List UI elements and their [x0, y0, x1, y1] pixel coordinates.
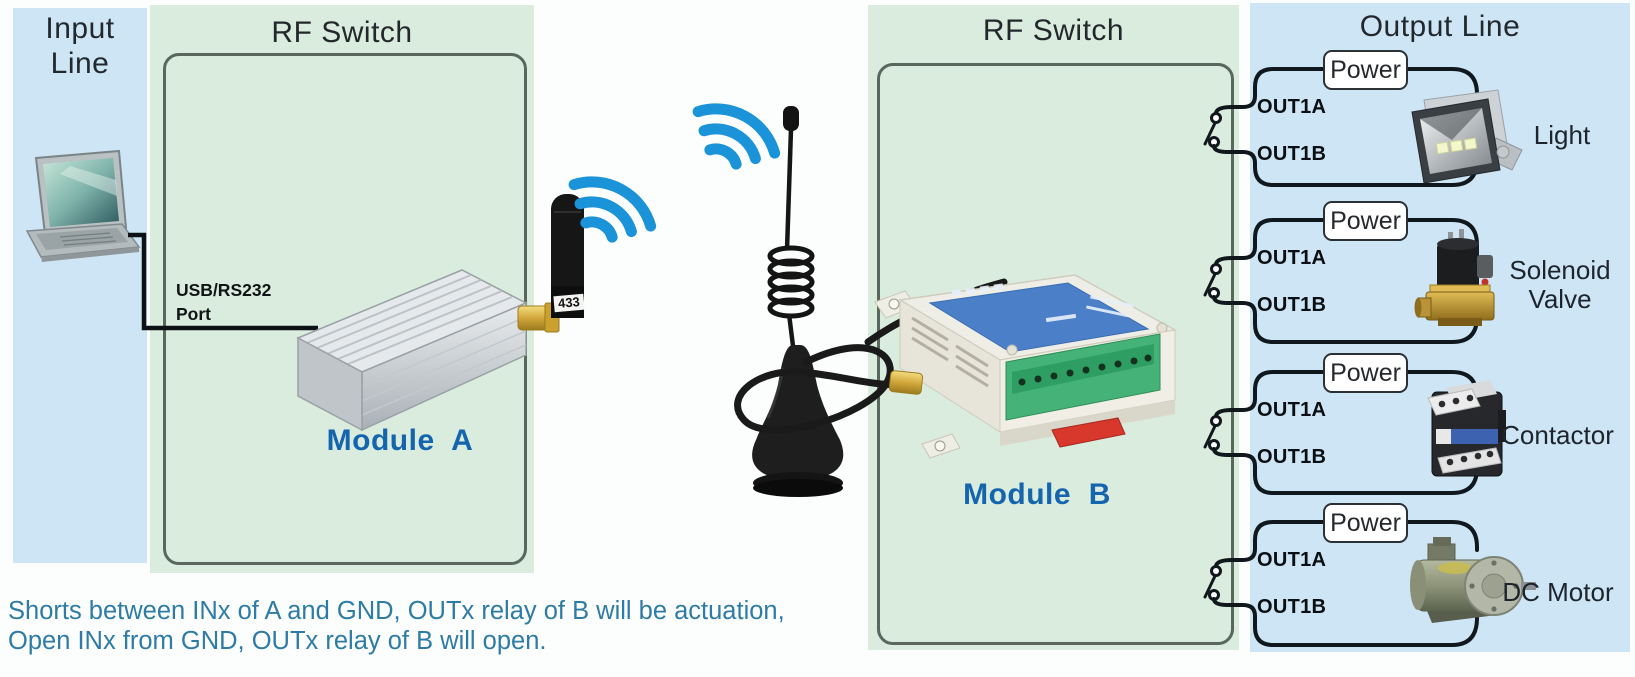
usb-rs232-port-label: USB/RS232 Port: [176, 280, 272, 324]
power-box-2: Power: [1323, 201, 1408, 241]
wifi-signal-icon-a: [574, 169, 651, 243]
laptop-icon: [25, 149, 141, 262]
out1a-label-2: OUT1A: [1257, 247, 1327, 269]
flood-light-icon: [1411, 89, 1523, 184]
relay-circuit-contactor: [1203, 370, 1479, 495]
wifi-signal-icon-b: [698, 96, 775, 170]
dc-motor-icon: [1410, 537, 1536, 623]
contactor-label: Contactor: [1501, 420, 1614, 450]
antenna-433-label: 433: [553, 293, 585, 313]
relay-circuit-dc-motor: [1203, 520, 1479, 647]
rf-switch-a-title: RF Switch: [271, 16, 413, 49]
note-line-2: Open INx from GND, OUTx relay of B will …: [8, 627, 547, 655]
output-line-title: Output Line: [1359, 10, 1521, 43]
usb-serial-cable-wire: [128, 232, 318, 331]
relay-module-b-illustration: [874, 274, 1178, 459]
input-line-panel: [13, 8, 147, 563]
contactor-icon: [1427, 380, 1506, 477]
out1a-label-4: OUT1A: [1257, 549, 1327, 571]
out1a-label-3: OUT1A: [1257, 399, 1327, 421]
input-line-title: Input Line: [45, 12, 115, 80]
light-label: Light: [1533, 120, 1591, 150]
relay-circuit-light: [1203, 67, 1479, 187]
rf-switch-b-title: RF Switch: [982, 14, 1125, 47]
out1a-label-1: OUT1A: [1257, 96, 1327, 118]
rf-module-a-illustration: [296, 194, 584, 432]
power-box-4: Power: [1323, 503, 1408, 543]
module-b-label: Module B: [963, 478, 1111, 511]
relay-circuit-solenoid-valve: [1203, 218, 1479, 344]
note-line-1: Shorts between INx of A and GND, OUTx re…: [8, 597, 785, 625]
solenoid-valve-label: Solenoid Valve: [1509, 255, 1611, 314]
out1b-label-1: OUT1B: [1257, 143, 1327, 165]
power-box-3: Power: [1323, 353, 1408, 393]
power-box-1: Power: [1323, 50, 1408, 90]
antenna-b-cable: [734, 344, 920, 434]
dc-motor-label: DC Motor: [1502, 577, 1614, 607]
module-a-label: Module A: [326, 424, 474, 457]
out1b-label-4: OUT1B: [1257, 596, 1327, 618]
out1b-label-3: OUT1B: [1257, 446, 1327, 468]
out1b-label-2: OUT1B: [1257, 294, 1327, 316]
solenoid-valve-icon: [1414, 229, 1495, 326]
